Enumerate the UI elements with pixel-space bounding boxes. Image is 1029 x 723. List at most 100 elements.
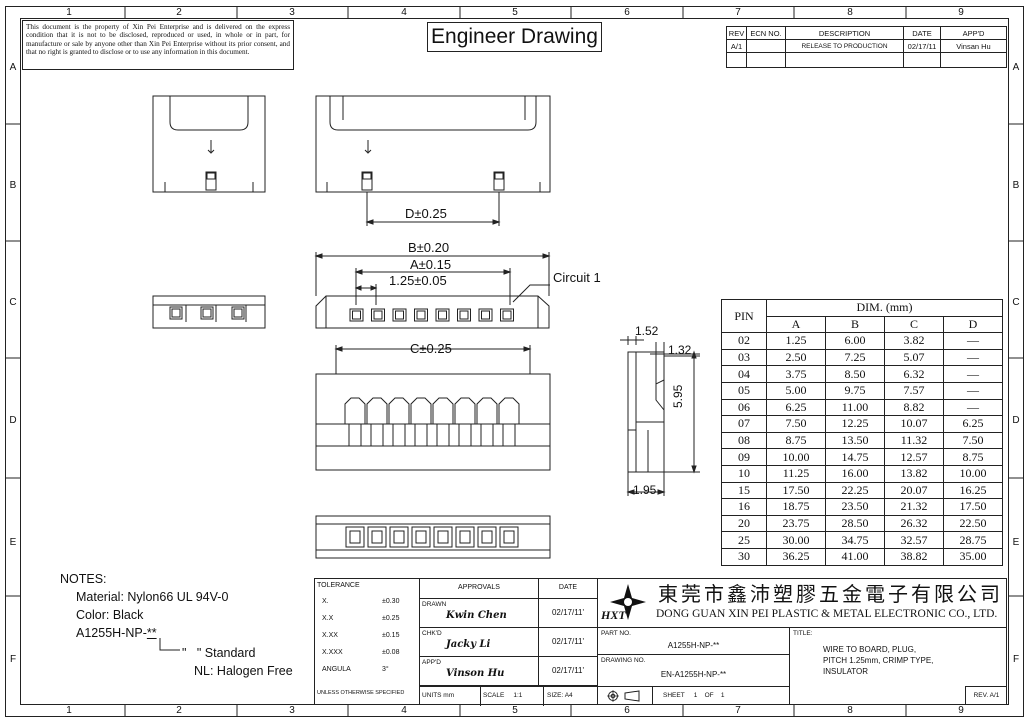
part-prefix: A1255H-NP- bbox=[76, 626, 147, 640]
tolerance-value: ±0.15 bbox=[382, 632, 400, 639]
dim-d-label: D±0.25 bbox=[405, 206, 447, 221]
dim-side-bottom-label: 1.95 bbox=[633, 483, 657, 497]
company-logo-icon bbox=[610, 584, 646, 620]
tolerance-heading: TOLERANCE bbox=[317, 582, 360, 589]
approval-signature: Kwin Chen bbox=[446, 610, 507, 621]
zone-row: D bbox=[1012, 415, 1020, 426]
units: UNITS mm bbox=[420, 687, 481, 706]
contact-slot bbox=[500, 308, 514, 322]
end-view-top bbox=[152, 95, 266, 193]
approval-date: 02/17/11' bbox=[551, 608, 585, 617]
dim-side-top-label: 1.52 bbox=[635, 324, 659, 338]
tolerance-value: ±0.08 bbox=[382, 649, 400, 656]
note-color: Color: Black bbox=[76, 608, 144, 622]
approval-signature: Jacky Li bbox=[446, 639, 491, 650]
bottom-cavity bbox=[389, 526, 409, 548]
zone-row: E bbox=[9, 537, 17, 548]
zone-row: D bbox=[9, 415, 17, 426]
dim-a-label: A±0.15 bbox=[410, 257, 452, 272]
latch-finger bbox=[454, 397, 476, 446]
revision-row-empty bbox=[726, 52, 1007, 68]
latch-finger bbox=[498, 397, 520, 446]
zone-col: 4 bbox=[401, 705, 407, 716]
company-name-cn: 東莞市鑫沛塑膠五金電子有限公司 bbox=[658, 582, 1003, 606]
drawing-title: Engineer Drawing bbox=[431, 25, 598, 48]
latch-finger bbox=[410, 397, 432, 446]
tolerance-precision: X.XX bbox=[322, 632, 338, 639]
contact-slot-inner bbox=[502, 310, 512, 320]
zone-col: 5 bbox=[512, 7, 518, 18]
tolerance-precision: X.XXX bbox=[322, 649, 343, 656]
bottom-cavity bbox=[345, 526, 365, 548]
bottom-cavity bbox=[433, 526, 453, 548]
note-standard: " " Standard bbox=[182, 646, 256, 660]
contact-slot bbox=[414, 308, 428, 322]
zone-row: E bbox=[1012, 537, 1020, 548]
contact-slot-inner bbox=[459, 310, 469, 320]
part-no: A1255H-NP-** bbox=[667, 641, 720, 650]
tolerance-footer: UNLESS OTHERWISE SPECIFIED bbox=[317, 690, 405, 696]
latch-finger bbox=[366, 397, 388, 446]
company-name-en: DONG GUAN XIN PEI PLASTIC & METAL ELECTR… bbox=[656, 608, 998, 620]
zone-col: 7 bbox=[735, 7, 741, 18]
dim-side-right-label: 1.32 bbox=[668, 343, 692, 357]
bottom-cavity bbox=[367, 526, 387, 548]
latch-finger bbox=[476, 397, 498, 446]
sheet-info: SHEET 1 OF 1 bbox=[653, 687, 789, 705]
dim-cell: 11.32 bbox=[884, 431, 944, 450]
bottom-cavity bbox=[411, 526, 431, 548]
dim-cell: 35.00 bbox=[943, 547, 1003, 566]
part-suffix: ** bbox=[146, 626, 157, 640]
tolerance-value: ±0.30 bbox=[382, 598, 400, 605]
company-logo-text: HXT bbox=[601, 608, 626, 622]
dim-cell: 26.32 bbox=[884, 514, 944, 533]
contact-slot-inner bbox=[438, 310, 447, 320]
drawing-no: EN-A1255H-NP-** bbox=[660, 670, 727, 679]
part-title-line-3: INSULATOR bbox=[823, 667, 869, 676]
zone-col: 4 bbox=[401, 7, 407, 18]
zone-row: B bbox=[9, 180, 17, 191]
drawing-no-cell: DRAWING NO. EN-A1255H-NP-** bbox=[598, 655, 789, 687]
zone-row: B bbox=[1012, 180, 1020, 191]
dim-cell: 6.25 bbox=[766, 398, 826, 417]
zone-row: C bbox=[1012, 297, 1020, 308]
revision-header-row: REV ECN NO. DESCRIPTION DATE APP'D bbox=[726, 26, 1007, 40]
dim-cell: 18.75 bbox=[766, 498, 826, 516]
scale-value: 1:1 bbox=[513, 692, 523, 699]
bottom-cavity-inner bbox=[459, 530, 471, 544]
note-halogen: NL: Halogen Free bbox=[194, 664, 293, 678]
title-block bbox=[314, 578, 1007, 705]
contact-slot bbox=[349, 308, 364, 322]
zone-row: A bbox=[1012, 62, 1020, 73]
zone-col: 1 bbox=[66, 705, 72, 716]
contact-slot bbox=[392, 308, 407, 322]
of-number: 1 bbox=[720, 692, 725, 699]
sheet-number: 1 bbox=[693, 692, 698, 699]
dim-group-header: DIM. (mm) bbox=[766, 299, 1003, 317]
zone-col: 7 bbox=[735, 705, 741, 716]
notes-heading: NOTES: bbox=[60, 572, 107, 586]
revision-table: REV ECN NO. DESCRIPTION DATE APP'D A/1 R… bbox=[726, 26, 1007, 68]
bottom-view bbox=[315, 515, 551, 559]
part-title-block: TITLE: WIRE TO BOARD, PLUG, PITCH 1.25mm… bbox=[790, 628, 1007, 705]
disclaimer-text: This document is the property of Xin Pei… bbox=[26, 23, 290, 56]
top-view bbox=[315, 95, 551, 226]
zone-row: C bbox=[9, 297, 17, 308]
zone-col: 9 bbox=[958, 705, 964, 716]
zone-col: 6 bbox=[624, 705, 630, 716]
side-profile-view bbox=[620, 336, 700, 496]
bottom-cavity-inner bbox=[503, 530, 515, 544]
notes-block: NOTES: Material: Nylon66 UL 94V-0 Color:… bbox=[60, 570, 228, 642]
drawing-title-box: Engineer Drawing bbox=[427, 22, 602, 52]
approval-role: CHK'D bbox=[422, 630, 442, 637]
tolerance-row: X.XX ±0.15 bbox=[314, 627, 419, 644]
approvals-header: APPROVALS DATE bbox=[420, 578, 597, 599]
company-block: HXT 東莞市鑫沛塑膠五金電子有限公司 DONG GUAN XIN PEI PL… bbox=[598, 578, 1007, 628]
